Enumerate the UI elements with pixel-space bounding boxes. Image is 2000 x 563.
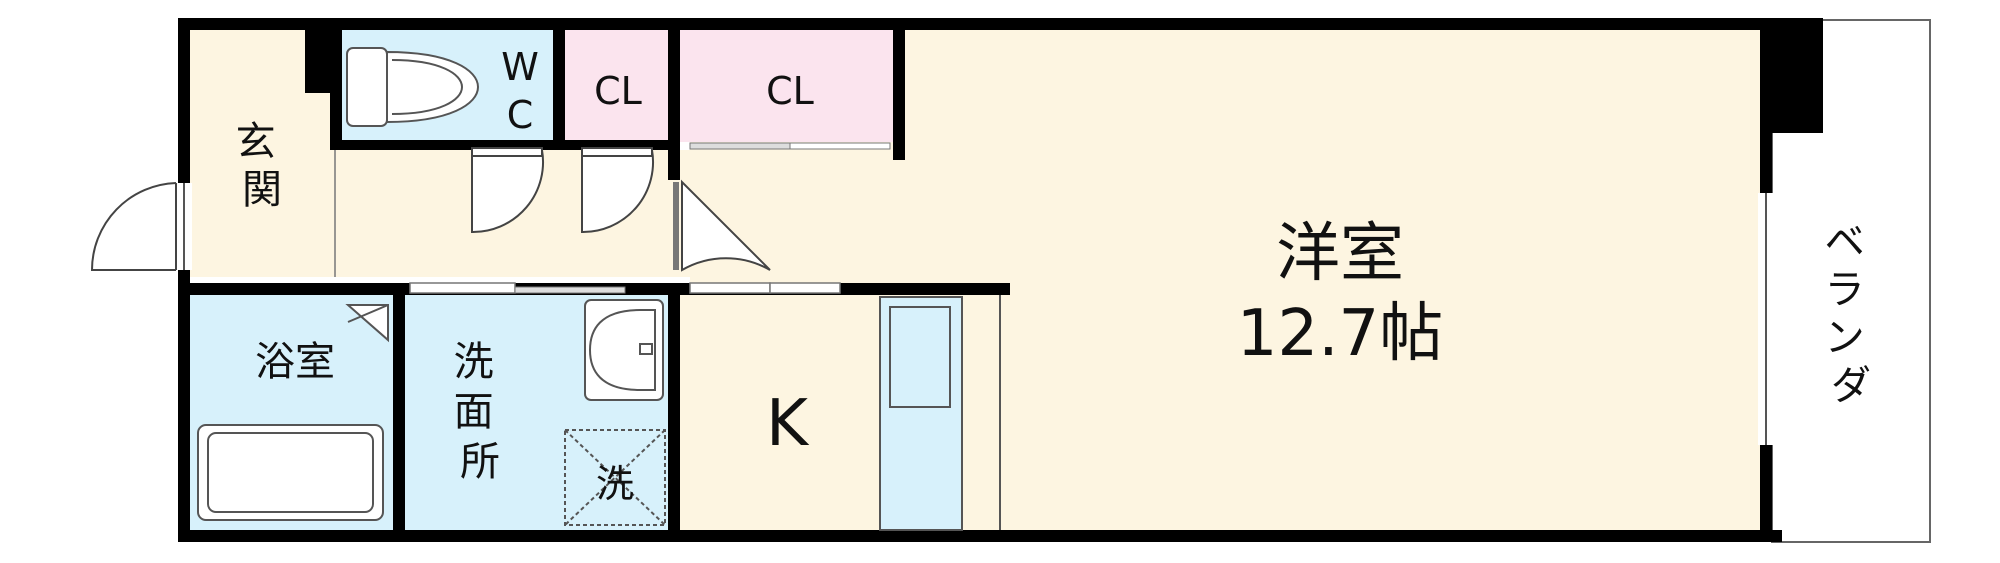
- entrance-label: 玄 関: [236, 119, 289, 213]
- bathtub: [197, 424, 384, 521]
- closet-large-floor: [680, 30, 895, 142]
- doors: [90, 147, 771, 277]
- bath-wash-divider: [393, 283, 405, 542]
- left-wall-lower: [178, 270, 190, 542]
- fixtures: [197, 47, 1001, 531]
- kitchen-door-swing: [681, 179, 771, 272]
- bath-vent: [345, 304, 389, 343]
- balcony-label: ベ ラ ン ダ: [1825, 219, 1878, 409]
- toilet-label-top: W: [501, 45, 539, 89]
- kitchen-sliding-door-2: [769, 282, 841, 294]
- right-wall-lower: [1760, 445, 1772, 542]
- left-wall-upper: [178, 18, 190, 183]
- top-wall: [178, 18, 1823, 30]
- kitchen-counter: [879, 295, 1001, 531]
- hall-kitchen-stub: [668, 140, 680, 180]
- kitchen-label: K: [766, 387, 810, 461]
- mid-wall-left: [178, 283, 403, 295]
- washing-machine-pan: [564, 429, 666, 526]
- kitchen-sliding-door: [689, 282, 771, 294]
- washing-machine-label: 洗: [596, 462, 634, 506]
- washroom-sliding-door: [409, 282, 516, 294]
- wash-basin: [584, 299, 664, 401]
- toilet-wall-right: [553, 18, 565, 148]
- washroom-sliding-door-2: [514, 286, 626, 294]
- closet-large-right-wall: [893, 18, 905, 160]
- toilet-closet-bottom-wall: [330, 140, 680, 150]
- closet-small-label: CL: [594, 69, 642, 113]
- bathroom-label: 浴室: [255, 339, 335, 385]
- western-room-name: 洋室: [1276, 217, 1404, 291]
- closet-small-floor: [565, 30, 670, 142]
- closet-door-frame: [581, 147, 653, 157]
- western-room-size: 12.7帖: [1237, 297, 1444, 371]
- toilet-door-frame: [471, 147, 543, 157]
- walls: [178, 18, 1823, 542]
- right-wall-upper: [1760, 18, 1772, 193]
- toilet-wall-left: [330, 18, 342, 148]
- toilet-label-bottom: C: [507, 93, 534, 137]
- labels: 洋室 12.7帖 玄 関 W C CL CL 浴室 洗 面 所 洗 K ベ ラ …: [236, 45, 1878, 506]
- closet-large-label: CL: [766, 69, 814, 113]
- closet-door-swing: [581, 149, 655, 234]
- toilet-fixture: [346, 47, 480, 127]
- closet-sliding-door: [689, 142, 791, 150]
- entrance-door-swing: [90, 182, 177, 271]
- washroom-label: 洗 面 所: [454, 339, 507, 485]
- closet-sliding-door-2: [789, 142, 891, 150]
- wash-kitchen-divider: [668, 283, 680, 542]
- closet-divider: [668, 18, 680, 150]
- bottom-wall: [178, 530, 1782, 542]
- toilet-door-swing: [471, 149, 545, 234]
- openings: [176, 142, 1774, 445]
